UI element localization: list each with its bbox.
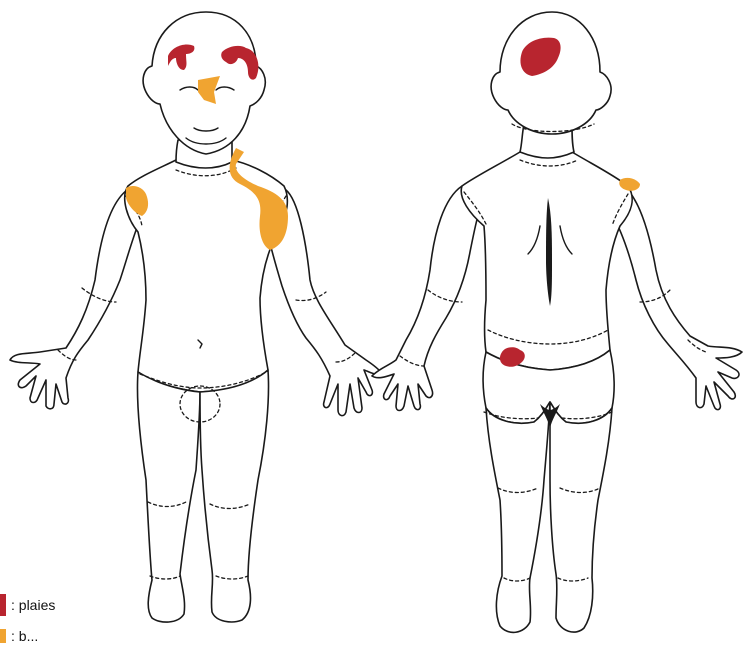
back-figure (372, 12, 742, 632)
legend-item-second: : b... (0, 628, 38, 644)
front-figure (10, 12, 382, 622)
legend-swatch-second (0, 629, 6, 643)
legend-label-second: : b... (11, 628, 38, 644)
back-left-arm (372, 186, 484, 411)
front-right-arm (10, 188, 138, 409)
back-right-leg (550, 402, 612, 632)
legend-label-plaies: : plaies (11, 597, 55, 613)
front-right-leg (137, 372, 200, 622)
legend-item-plaies: : plaies (0, 594, 55, 616)
back-head (491, 12, 611, 134)
front-left-leg (200, 370, 269, 622)
back-right-arm (612, 186, 742, 410)
legend-swatch-plaies (0, 594, 6, 616)
back-left-leg (486, 402, 550, 632)
